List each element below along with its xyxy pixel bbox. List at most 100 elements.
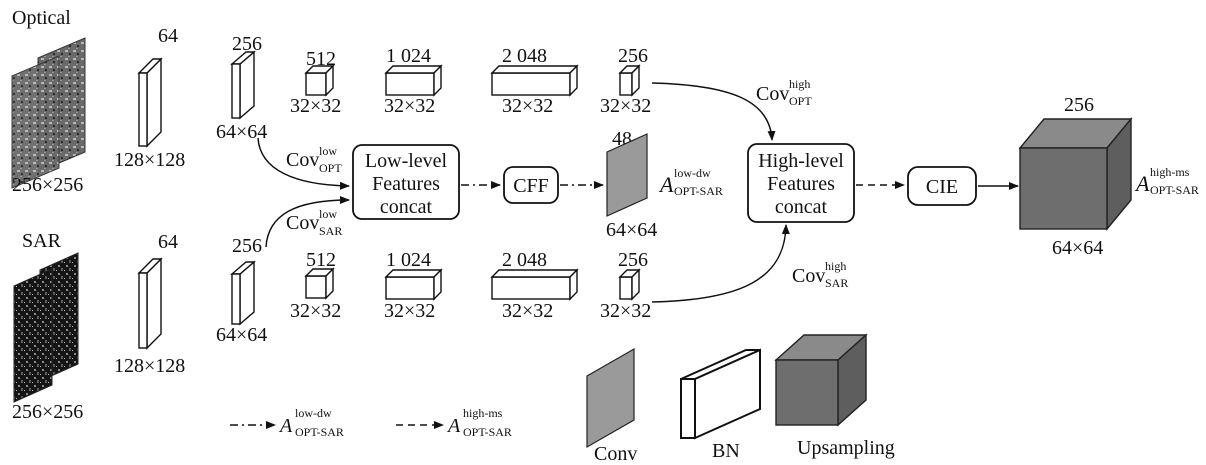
top-block-4-size: 32×32 [384,95,435,117]
high-ms-channels: 256 [1064,94,1094,116]
optical-image-front [11,55,60,189]
legend-upsampling-symbol [774,333,868,427]
top-block-3-size: 32×32 [290,95,341,117]
top-block-5-size: 32×32 [502,95,553,117]
bottom-block-1: 64 128×128 [114,231,185,377]
top-block-2: 256 64×64 [216,33,267,143]
low-level-line-3: concat [380,196,433,218]
top-block-6-channels: 256 [618,45,648,67]
low-dw-output: 48 64×64 A low-dw OPT-SAR [606,128,723,241]
sar-image-front [13,268,53,403]
bottom-block-2-size: 64×64 [216,324,267,346]
cov-low-sar-sub: SAR [319,224,342,238]
bottom-branch: 64 128×128 256 64×64 512 32×32 1 024 32×… [114,231,651,377]
cff-label: CFF [513,175,549,197]
low-level-line-2: Features [372,173,440,195]
bottom-block-1-channels: 64 [158,231,178,253]
bottom-block-3-size: 32×32 [290,300,341,322]
high-level-line-1: High-level [758,150,844,172]
cie-label: CIE [926,176,958,198]
top-block-1: 64 128×128 [114,25,185,171]
high-ms-symbol: A [1134,171,1150,196]
bottom-block-5-channels: 2 048 [502,249,547,271]
legend-bn-symbol [680,348,761,440]
legend-upsampling-label: Upsampling [797,437,895,459]
low-dw-sub: OPT-SAR [674,184,723,198]
bottom-block-2-channels: 256 [232,235,262,257]
top-block-5: 2 048 32×32 [490,45,579,117]
optical-input: Optical 256×256 [11,7,86,196]
legend-dashed-sub: OPT-SAR [463,425,512,439]
bottom-block-6: 256 32×32 [600,249,651,322]
cov-low-sar-sup: low [319,207,337,221]
legend-dashdot-symbol: A [278,415,293,437]
top-block-4: 1 024 32×32 [384,45,443,117]
top-block-6-size: 32×32 [600,95,651,117]
top-block-2-size: 64×64 [216,121,267,143]
legend: A low-dw OPT-SAR A high-ms OPT-SAR Conv … [230,333,895,465]
cov-high-sar-sup: high [825,259,846,273]
top-block-2-channels: 256 [232,33,262,55]
top-block-6: 256 32×32 [600,45,651,117]
optical-label: Optical [12,7,71,29]
bottom-block-4: 1 024 32×32 [384,249,443,322]
top-block-4-channels: 1 024 [386,45,431,67]
low-dw-feature-map [606,133,648,217]
bottom-block-5-size: 32×32 [502,300,553,322]
low-dw-sup: low-dw [674,166,711,180]
low-dw-symbol: A [658,172,674,197]
legend-dashed-symbol: A [446,415,461,437]
cov-high-opt-sup: high [789,77,810,91]
bottom-block-5: 2 048 32×32 [490,249,579,322]
top-block-1-channels: 64 [158,25,178,47]
cov-low-opt-label: Cov [286,149,319,171]
legend-dashed-sup: high-ms [463,406,503,420]
cov-low-sar-arrow [265,196,350,248]
sar-label: SAR [22,230,62,252]
bottom-block-4-size: 32×32 [384,300,435,322]
bottom-block-3: 512 32×32 [290,249,341,322]
high-level-concat-box: High-level Features concat [747,143,855,223]
cov-high-sar-arrow [651,224,790,303]
high-ms-cube-front [1019,147,1108,230]
top-branch: 64 128×128 256 64×64 512 32×32 1 024 32×… [114,25,651,171]
cov-high-opt-label: Cov [756,83,789,105]
legend-dashdot-sup: low-dw [295,406,332,420]
cff-box: CFF [503,166,559,204]
optical-size: 256×256 [12,174,83,196]
cie-box: CIE [907,166,977,206]
cov-high-sar-label: Cov [792,265,825,287]
legend-bn-label: BN [712,440,740,462]
low-level-line-1: Low-level [365,150,448,172]
high-level-line-3: concat [775,196,828,218]
top-block-5-channels: 2 048 [502,45,547,67]
bottom-block-6-size: 32×32 [600,300,651,322]
top-block-3-channels: 512 [306,48,336,70]
top-block-1-size: 128×128 [114,149,185,171]
top-block-3: 512 32×32 [290,48,341,117]
legend-dashdot-sub: OPT-SAR [295,425,344,439]
low-level-concat-box: Low-level Features concat [352,144,460,220]
cov-high-sar-sub: SAR [825,276,848,290]
cov-low-opt-arrow [257,137,350,190]
bottom-block-3-channels: 512 [306,249,336,271]
cov-low-opt-sub: OPT [319,161,342,175]
bottom-block-4-channels: 1 024 [386,249,431,271]
legend-conv-symbol [586,347,635,449]
high-ms-size: 64×64 [1052,237,1103,259]
high-level-line-2: Features [767,173,835,195]
cov-high-opt-sub: OPT [789,94,812,108]
bottom-block-1-size: 128×128 [114,355,185,377]
high-ms-sub: OPT-SAR [1150,183,1199,197]
sar-input: SAR 256×256 [12,230,83,423]
legend-conv-label: Conv [594,443,637,465]
bottom-block-6-channels: 256 [618,249,648,271]
bottom-block-2: 256 64×64 [216,235,267,346]
sar-size: 256×256 [12,401,83,423]
cov-low-opt-sup: low [319,144,337,158]
high-ms-sup: high-ms [1150,165,1190,179]
cov-low-sar-label: Cov [286,212,319,234]
cov-high-opt-arrow [651,82,776,141]
low-dw-size: 64×64 [606,219,657,241]
